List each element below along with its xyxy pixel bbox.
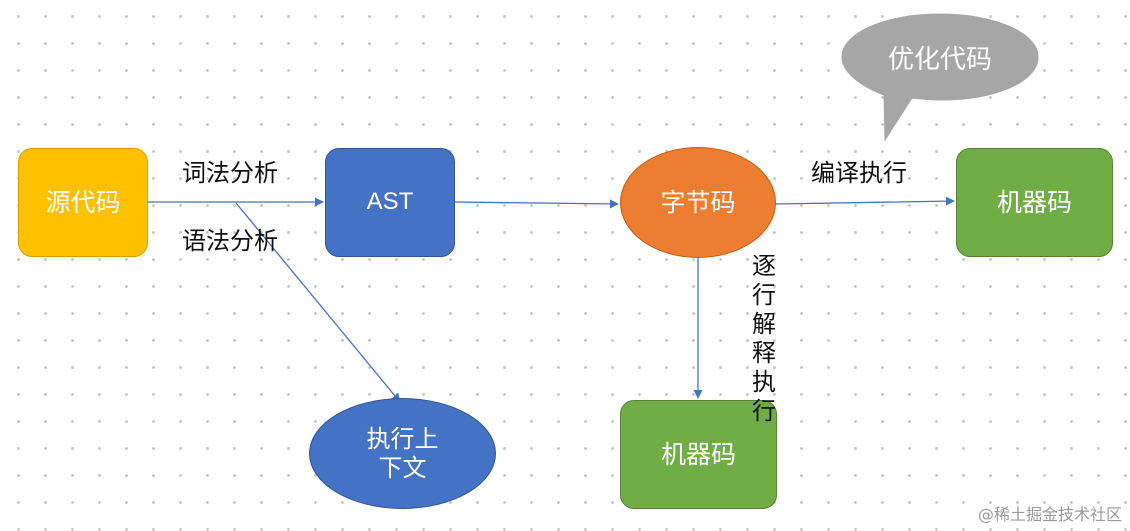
source-code-label: 源代码: [45, 187, 121, 217]
execution-context-node: 执行上下文: [309, 398, 496, 509]
bytecode-label: 字节码: [660, 187, 736, 217]
lexical-analysis-label: 词法分析: [182, 159, 278, 187]
bytecode-node: 字节码: [620, 147, 776, 258]
arrow-bytecode-to-machine-code: [775, 196, 955, 206]
watermark: @稀土掘金技术社区: [977, 505, 1122, 524]
arrow-ast-to-bytecode: [454, 199, 619, 209]
optimize-bubble-label: 优化代码: [887, 44, 992, 75]
ast-node: AST: [325, 148, 455, 257]
optimize-speech-bubble: [841, 13, 1039, 142]
source-code-node: 源代码: [18, 148, 148, 257]
machine-code-interpreted-node: 机器码: [620, 400, 777, 509]
execution-context-label: 执行上下文: [366, 424, 439, 482]
syntax-analysis-label: 语法分析: [182, 227, 278, 255]
machine-code-compiled-label: 机器码: [996, 187, 1072, 217]
machine-code-interpreted-label: 机器码: [660, 439, 736, 469]
interpret-line-by-line-label: 逐行解释执行: [752, 252, 776, 425]
arrow-analysis-to-execution-context: [235, 202, 401, 403]
ast-label: AST: [366, 188, 414, 216]
compile-execute-label: 编译执行: [811, 159, 907, 187]
machine-code-compiled-node: 机器码: [956, 148, 1113, 257]
